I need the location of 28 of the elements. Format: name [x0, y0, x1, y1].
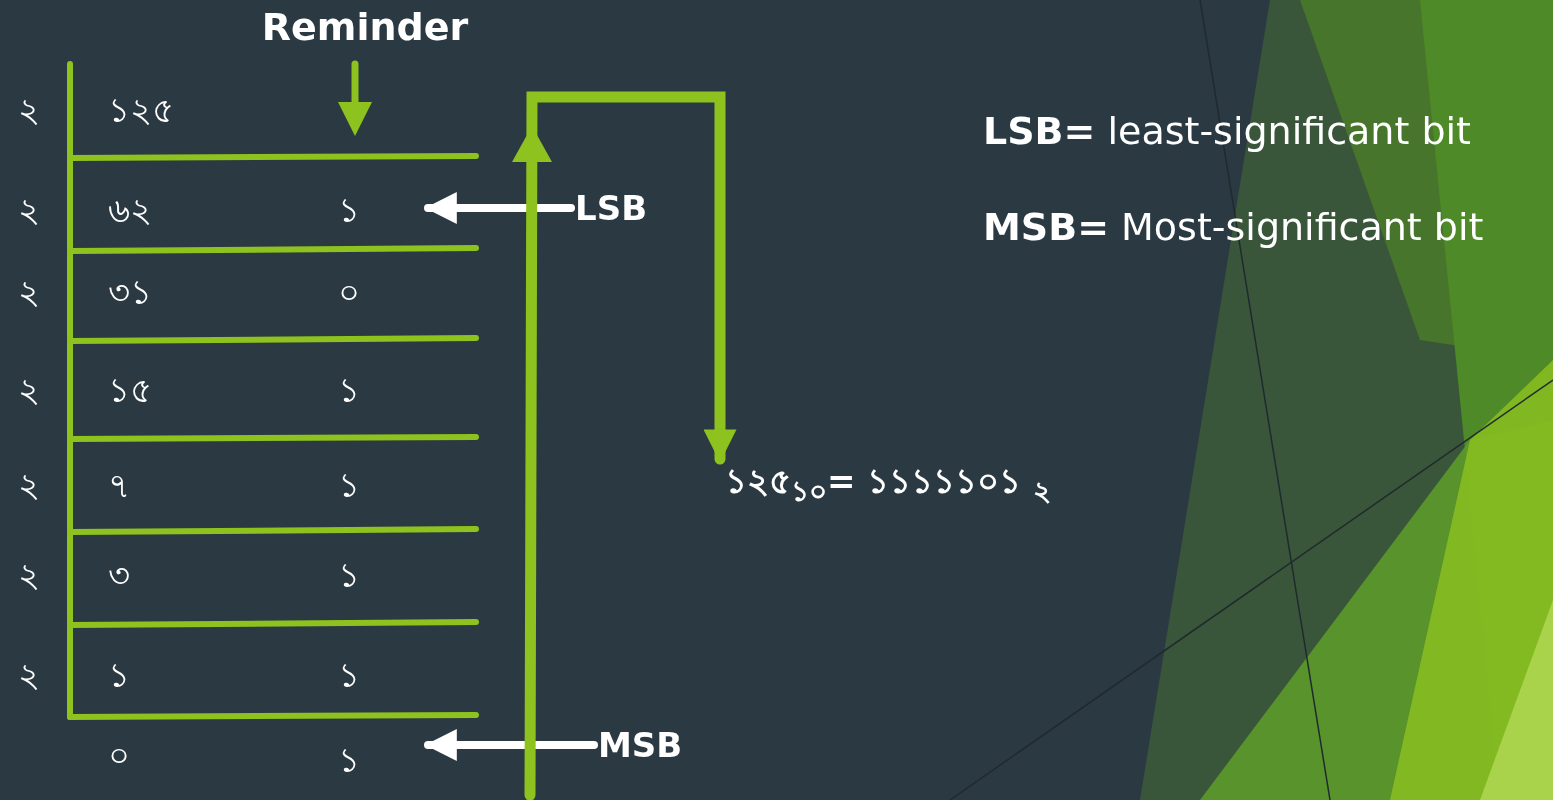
quotient-number: ১৫ — [108, 369, 152, 411]
divisor-digit: ২ — [18, 271, 40, 313]
quotient-number: ১২৫ — [108, 89, 174, 131]
remainder-digit: ১ — [338, 739, 418, 781]
quotient-number: ৩১ — [108, 271, 152, 313]
conversion-result: ১২৫$_{১০}$= ১১১১১০১ $_{২}$ — [725, 461, 1052, 509]
divisor-digit: ২ — [18, 554, 40, 596]
definition-text: MSB= Most-significant bit — [983, 205, 1484, 251]
divisor-digit: ২ — [18, 189, 40, 231]
column-heading: Reminder — [261, 5, 469, 51]
remainder-digit: ১ — [338, 464, 360, 506]
divisor-digit: ২ — [18, 654, 40, 696]
remainder-digit: ১ — [338, 369, 360, 411]
quotient-number: ৩ — [108, 554, 130, 596]
quotient-number: ৬২ — [108, 189, 152, 231]
callout-text: MSB — [598, 724, 683, 766]
remainder-digit: ১ — [338, 554, 360, 596]
definition-text: LSB= least-significant bit — [983, 109, 1471, 155]
remainder-digit: ০ — [338, 271, 360, 313]
remainder-digit: ১ — [338, 189, 418, 231]
divisor-digit: ২ — [18, 89, 40, 131]
divisor-digit: ২ — [18, 464, 40, 506]
remainder-digit: ১ — [338, 654, 360, 696]
quotient-number: ১ — [108, 654, 130, 696]
quotient-number: ৭ — [108, 464, 130, 506]
divisor-digit: ২ — [18, 369, 40, 411]
callout-text: LSB — [575, 187, 648, 229]
quotient-number: ০ — [108, 734, 130, 776]
